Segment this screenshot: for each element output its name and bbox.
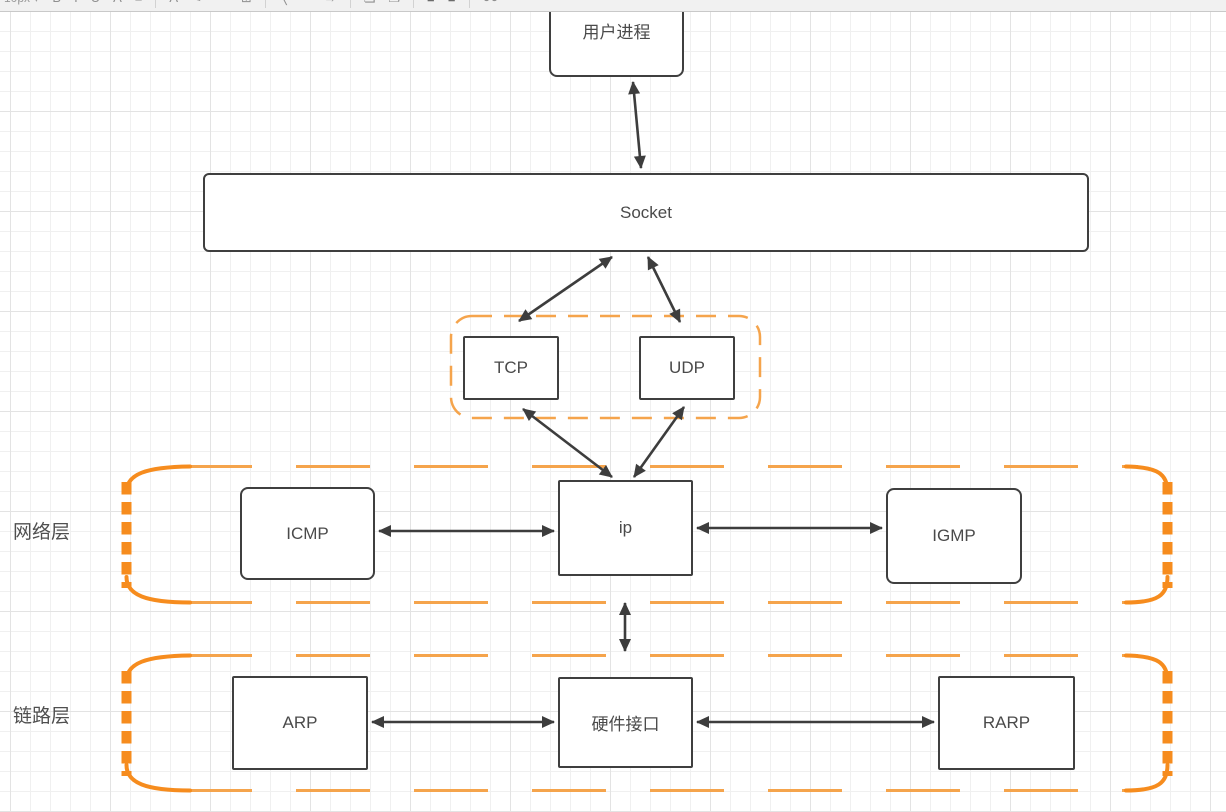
- node-ip[interactable]: ip: [558, 480, 693, 576]
- align-icon[interactable]: ≡: [135, 0, 143, 10]
- link-icon[interactable]: ●●: [483, 0, 499, 10]
- toolbar-separator: [468, 0, 470, 8]
- node-arp-label: ARP: [282, 713, 318, 732]
- node-rarp[interactable]: RARP: [938, 676, 1075, 770]
- arrow-userprocess-socket[interactable]: [628, 81, 646, 169]
- arrow-socket-udp[interactable]: [646, 256, 682, 323]
- arrow-tcp-ip[interactable]: [522, 407, 613, 479]
- toolbar-separator: [412, 0, 414, 8]
- node-hardware-interface-label: 硬件接口: [591, 715, 660, 734]
- bold-icon[interactable]: B: [52, 0, 61, 10]
- italic-icon[interactable]: I: [74, 0, 78, 10]
- link-layer-frame[interactable]: [121, 653, 1173, 793]
- node-rarp-label: RARP: [982, 713, 1031, 732]
- node-ip-label: ip: [618, 518, 633, 537]
- toolbar-separator: [349, 0, 351, 8]
- arrow-udp-ip[interactable]: [632, 406, 686, 478]
- underline-icon[interactable]: U: [91, 0, 100, 10]
- bring-front-icon[interactable]: ❏: [364, 0, 376, 10]
- stroke-swatch-icon[interactable]: ■: [448, 0, 456, 10]
- node-user-process[interactable]: 用户进程: [549, 0, 684, 77]
- node-hardware-interface[interactable]: 硬件接口: [558, 677, 693, 768]
- node-socket[interactable]: Socket: [203, 173, 1089, 252]
- text-color-icon[interactable]: A: [169, 0, 178, 10]
- node-icmp-label: ICMP: [286, 523, 329, 543]
- send-back-icon[interactable]: ❐: [388, 0, 400, 10]
- node-igmp[interactable]: IGMP: [886, 488, 1022, 584]
- toolbar-separator: [155, 0, 157, 8]
- node-icmp[interactable]: ICMP: [240, 487, 375, 580]
- node-tcp[interactable]: TCP: [463, 336, 559, 400]
- toolbar-separator: [264, 0, 266, 8]
- chevron-down-icon: ▾: [33, 0, 39, 5]
- line-shape-icon[interactable]: ╲: [279, 0, 287, 10]
- line-width-icon[interactable]: —: [215, 0, 228, 10]
- table-icon[interactable]: ⊞: [241, 0, 252, 10]
- fill-swatch-icon[interactable]: ■: [427, 0, 435, 10]
- highlight-icon[interactable]: ✎: [191, 0, 202, 10]
- node-tcp-label: TCP: [494, 358, 528, 377]
- network-layer-label: 网络层: [13, 522, 71, 543]
- node-arp[interactable]: ARP: [232, 676, 368, 770]
- format-toolbar: 10px ▾ B I U A ≡ A ✎ — ⊞ ╲ ∼ → ❏ ❐ ■ ■ ●…: [0, 0, 1226, 12]
- node-igmp-label: IGMP: [932, 526, 976, 545]
- node-user-process-label: 用户进程: [582, 23, 651, 42]
- curve-shape-icon[interactable]: ∼: [300, 0, 311, 10]
- arrow-shape-icon[interactable]: →: [324, 0, 337, 10]
- node-udp-label: UDP: [669, 358, 705, 377]
- font-color-icon[interactable]: A: [113, 0, 122, 10]
- arrow-socket-tcp[interactable]: [518, 255, 613, 323]
- font-size-select[interactable]: 10px ▾: [4, 0, 39, 10]
- node-udp[interactable]: UDP: [639, 336, 735, 400]
- node-socket-label: Socket: [620, 202, 672, 222]
- link-layer-label: 链路层: [13, 706, 71, 727]
